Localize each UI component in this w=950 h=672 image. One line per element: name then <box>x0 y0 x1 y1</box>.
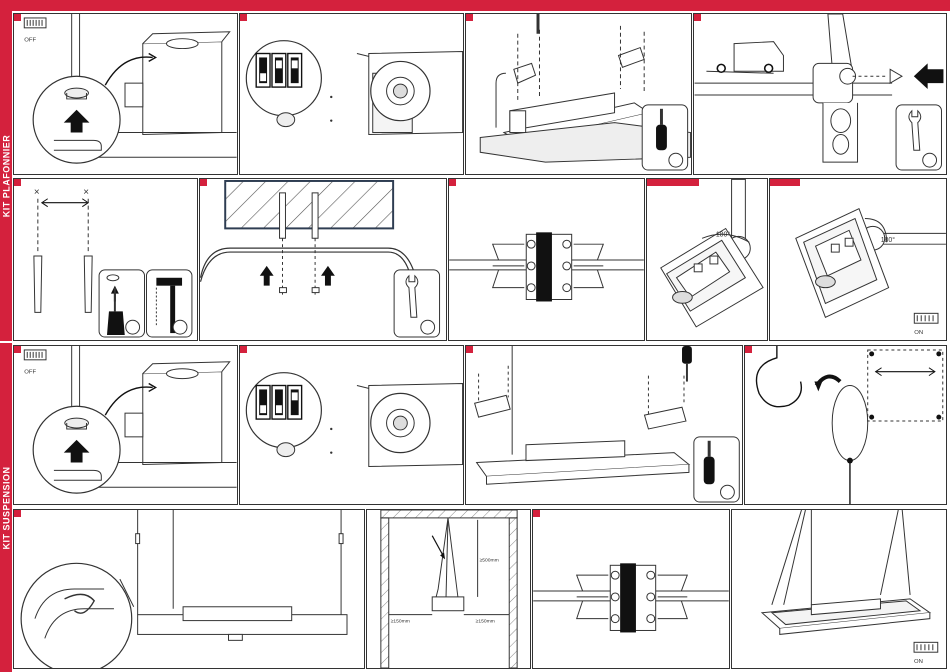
dimension-500-label: ≥500mm <box>480 557 499 563</box>
panel-r3-bracket-mount <box>465 345 743 505</box>
panel-r1-switch-off: OFF <box>13 13 238 175</box>
switch-off-label: OFF <box>24 370 36 376</box>
panel-r4-clearance: ≥500mm ≥150mm ≥150mm <box>366 509 531 669</box>
power-switch-icon <box>24 18 46 28</box>
panel-r4-wire-connector <box>532 509 730 669</box>
dimension-150-left-label: ≥150mm <box>391 619 410 625</box>
panel-r2-rotate-right: 180° ON <box>769 178 947 341</box>
panel-r1-dip-switch <box>239 13 464 175</box>
terminal-block <box>526 232 571 301</box>
panel-r4-final-fixture: ON <box>731 509 947 669</box>
switch-on-label: ON <box>914 659 923 665</box>
mark-x-icon: × <box>34 187 40 198</box>
section-title-plafonnier: KIT PLAFONNIER <box>1 135 11 218</box>
panel-r2-rotate-left: 180° <box>646 178 768 341</box>
top-accent-bar <box>0 0 950 11</box>
panel-r3-dip-switch <box>239 345 464 505</box>
section-label-suspension: KIT SUSPENSION <box>0 343 12 672</box>
panel-r1-ceiling-bracket <box>693 13 947 175</box>
arrow-up-icon <box>260 266 274 286</box>
arrow-up-icon <box>321 266 335 286</box>
arrow-left-icon <box>914 63 944 89</box>
power-switch-icon <box>24 350 46 360</box>
dimension-150-right-label: ≥150mm <box>476 619 495 625</box>
angle-label: 180° <box>716 230 730 238</box>
angle-label: 180° <box>881 236 896 244</box>
dip-switch-diagram <box>256 54 301 88</box>
terminal-block <box>610 563 655 632</box>
panel-r4-suspended-fixture <box>13 509 365 669</box>
panel-r3-hook <box>744 345 947 505</box>
switch-off-label: OFF <box>24 38 36 44</box>
power-switch-icon <box>914 313 938 323</box>
panel-r2-ceiling-anchors <box>199 178 447 341</box>
ceiling-hatch <box>225 181 393 228</box>
switch-on-label: ON <box>914 330 923 336</box>
screwdriver-icon <box>537 14 540 34</box>
section-title-suspension: KIT SUSPENSION <box>1 466 11 549</box>
dip-switch-diagram <box>256 386 301 420</box>
section-label-plafonnier: KIT PLAFONNIER <box>0 11 12 341</box>
power-switch-icon <box>914 642 938 652</box>
panel-r3-switch-off: OFF <box>13 345 238 505</box>
panel-r2-drill: × × <box>13 178 198 341</box>
panel-r1-bracket-mount <box>465 13 692 175</box>
panel-r2-wire-connector <box>448 178 645 341</box>
mark-x-icon: × <box>83 187 89 198</box>
